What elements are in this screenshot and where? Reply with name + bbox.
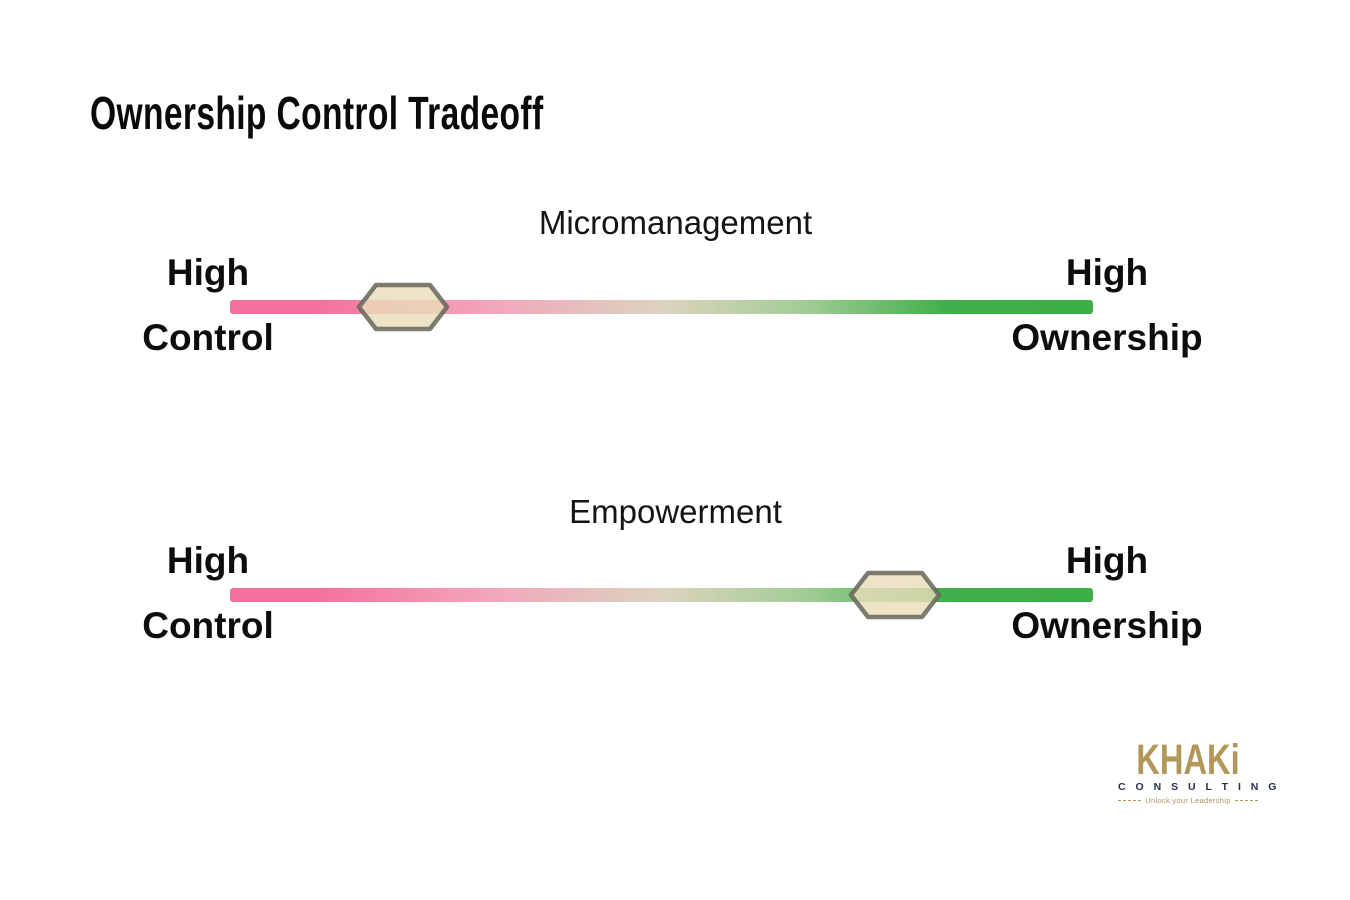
endpoint-label-high-ownership-1: High Ownership <box>995 240 1219 370</box>
endpoint-line1: High <box>166 252 250 293</box>
tagline-text: Unlock your Leadership <box>1145 796 1231 805</box>
tagline-dash-left <box>1118 800 1142 801</box>
endpoint-line2: Ownership <box>1011 317 1203 358</box>
endpoint-line2: Control <box>142 605 274 646</box>
endpoint-line1: High <box>1065 540 1149 581</box>
logo-division: C O N S U L T I N G <box>1118 781 1280 793</box>
slider-handle-empowerment <box>848 570 941 620</box>
logo-khaki-consulting: KHAKi C O N S U L T I N G Unlock your Le… <box>1118 736 1280 805</box>
slider-caption-micromanagement: Micromanagement <box>538 204 813 241</box>
slider-handle-micromanagement <box>356 282 449 332</box>
logo-brand: KHAKi <box>1136 736 1240 784</box>
logo-tagline: Unlock your Leadership <box>1118 796 1258 805</box>
slider-caption-empowerment: Empowerment <box>569 493 782 530</box>
endpoint-label-high-control-1: High Control <box>96 240 320 370</box>
endpoint-label-high-control-2: High Control <box>96 528 320 658</box>
endpoint-line1: High <box>166 540 250 581</box>
endpoint-line2: Control <box>142 317 274 358</box>
endpoint-line2: Ownership <box>1011 605 1203 646</box>
endpoint-line1: High <box>1065 252 1149 293</box>
page-title: Ownership Control Tradeoff <box>90 87 544 139</box>
gradient-track-empowerment <box>230 588 1093 602</box>
endpoint-label-high-ownership-2: High Ownership <box>995 528 1219 658</box>
tagline-dash-right <box>1234 800 1258 801</box>
